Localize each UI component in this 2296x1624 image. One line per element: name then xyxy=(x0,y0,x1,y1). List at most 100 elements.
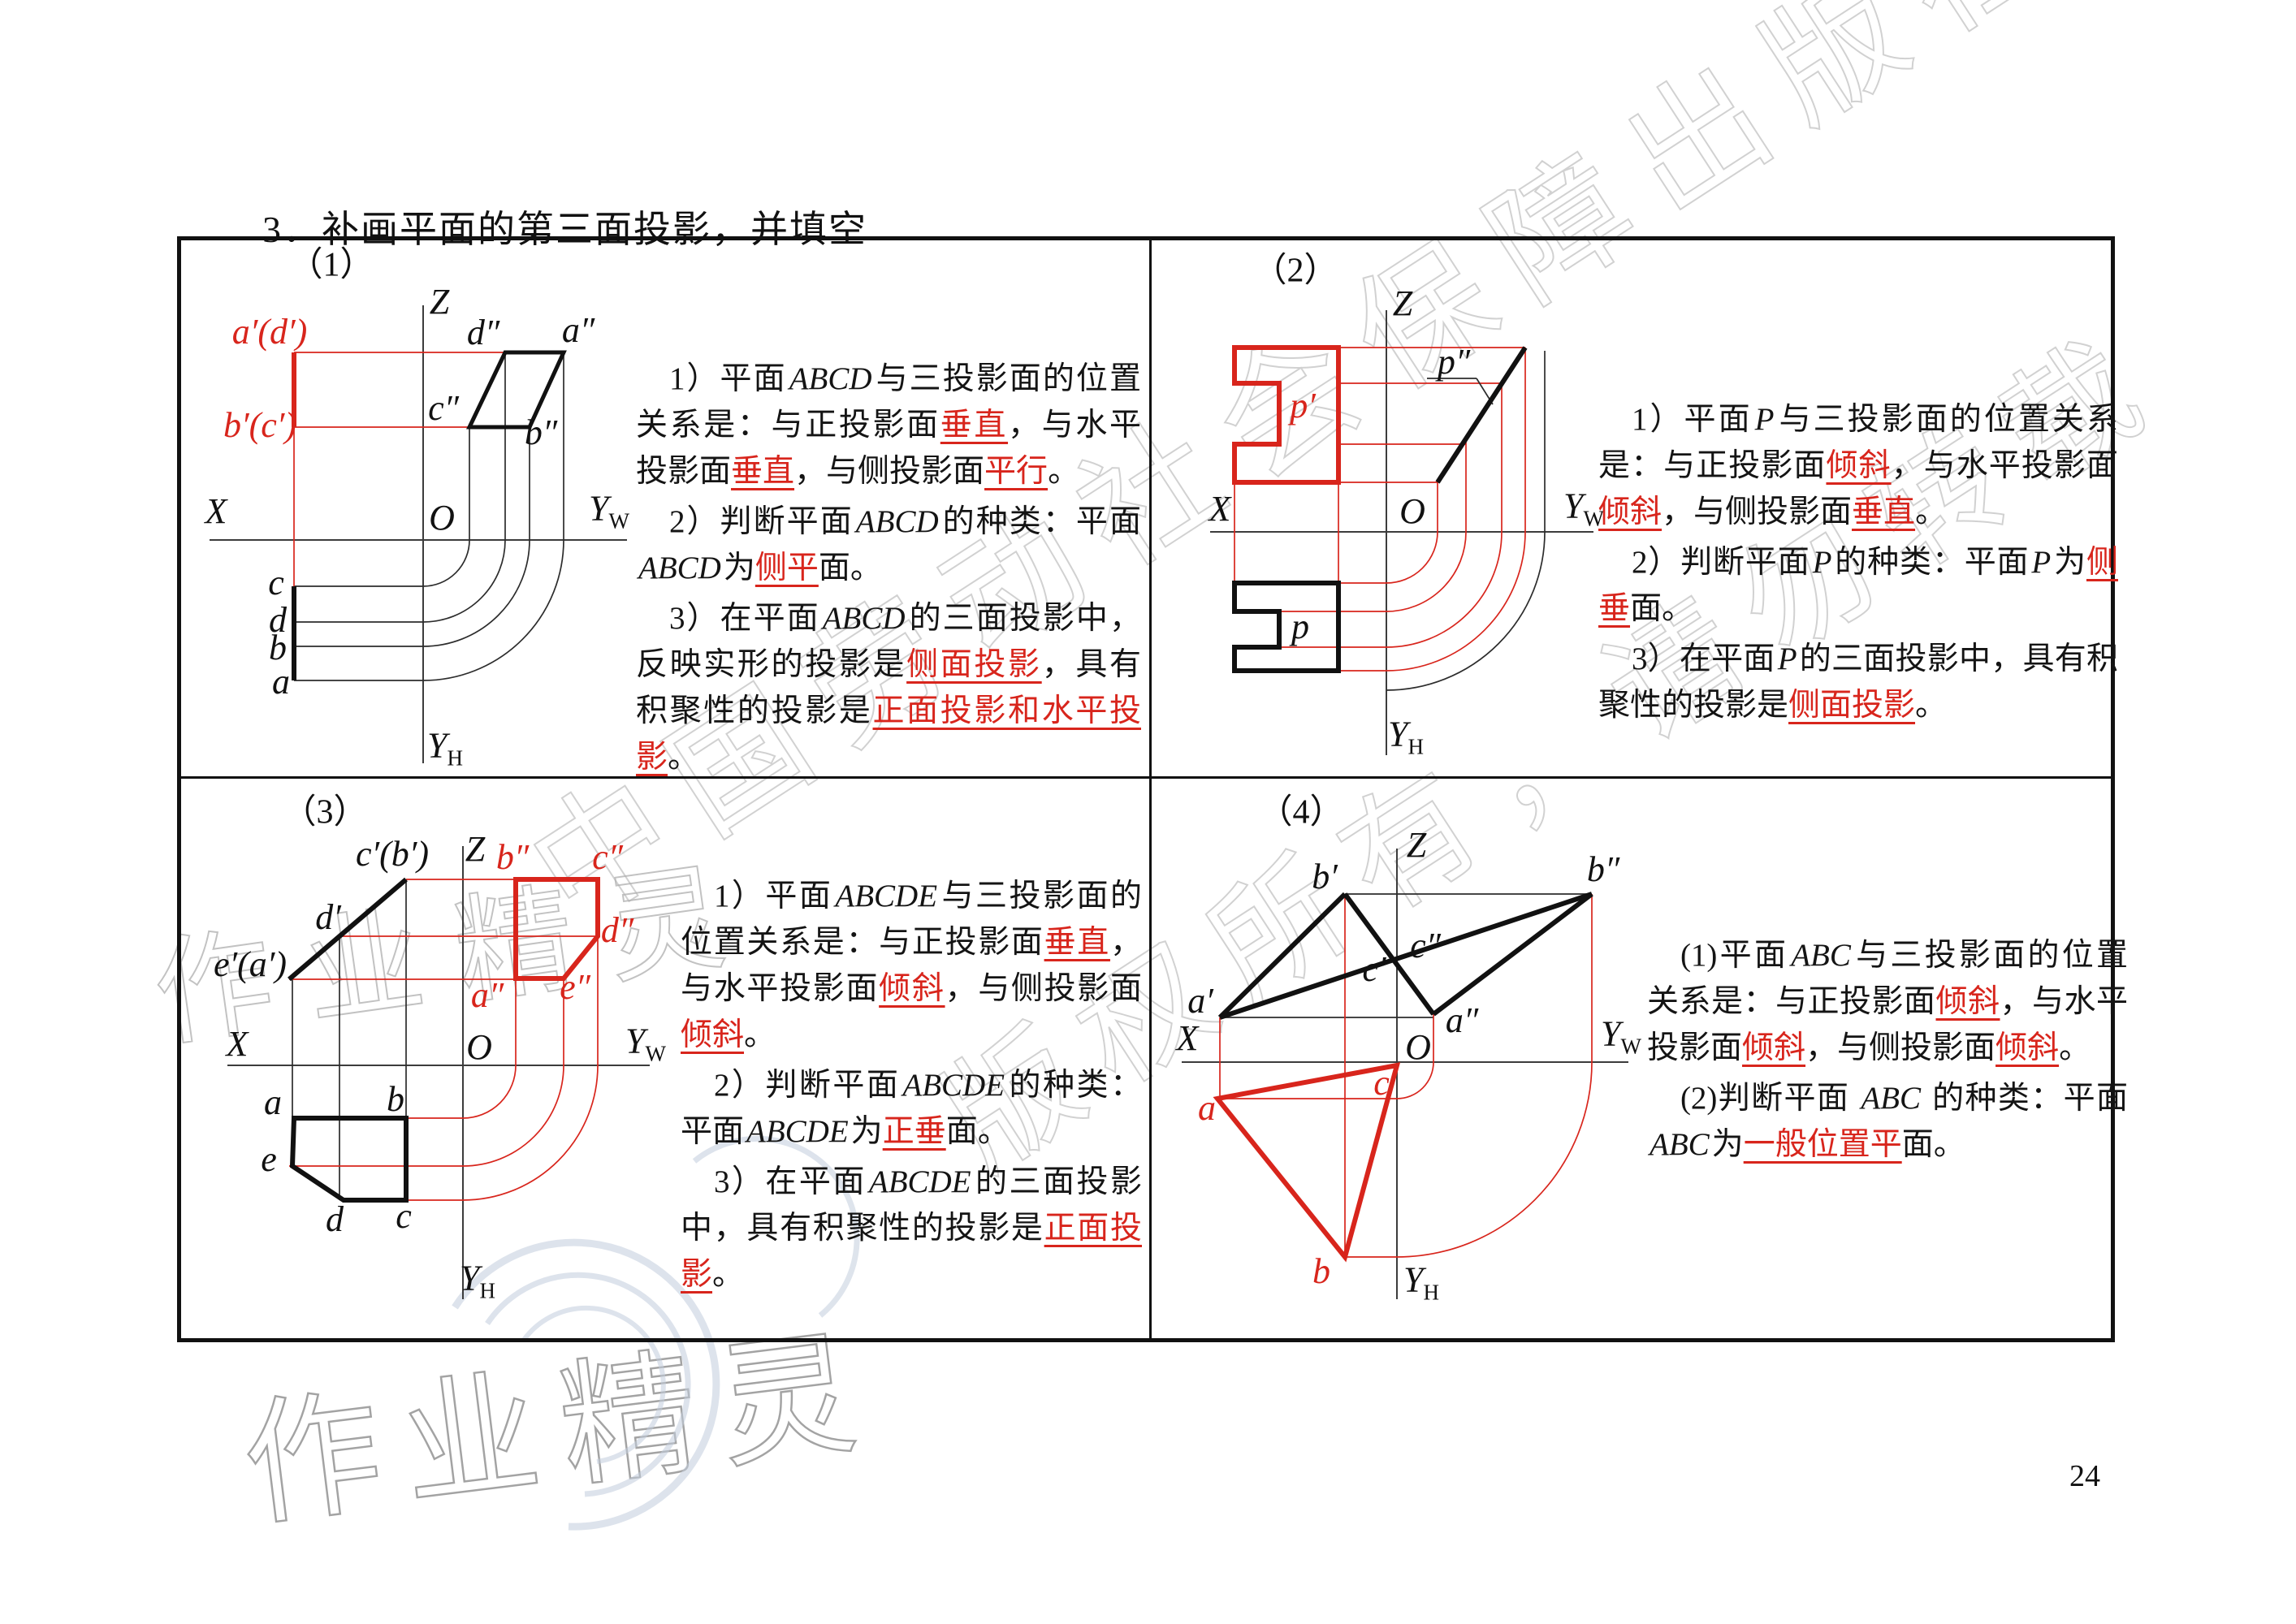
outer-border xyxy=(177,236,2115,1342)
panel4-origin-label: O xyxy=(1405,1027,1431,1067)
panel1-point-b: b xyxy=(269,628,287,667)
panel2-yh-y: Y xyxy=(1388,714,1408,754)
panel4-answer-text: (1)平面ABC与三投影面的位置关系是：与正投影面倾斜，与水平投影面倾斜，与侧投… xyxy=(1647,932,2128,1172)
panel3-paragraph-3: 3）在平面ABCDE的三面投影中，具有积聚性的投影是正面投影。 xyxy=(681,1159,1142,1298)
panel1-construction-black xyxy=(294,352,564,681)
text-segment: 1）平面 xyxy=(668,361,787,396)
text-segment: ，具有积聚性的投影是 xyxy=(636,647,1141,728)
text-segment: 3）在平面 xyxy=(713,1164,867,1199)
text-segment: ABCD xyxy=(855,504,939,539)
panel3-yw-y: Y xyxy=(625,1021,646,1061)
text-segment: 1）平面 xyxy=(1631,402,1753,437)
panel1-point-a-d-prime: a′(d′) xyxy=(231,312,308,352)
panel1-yw-sub: W xyxy=(608,508,629,533)
text-segment: 面。 xyxy=(818,551,882,585)
text-segment: 的种类：平面 xyxy=(1834,545,2030,580)
panel3-yw-axis-label: YW xyxy=(625,1021,666,1066)
panel3-point-e-dblprime: e″ xyxy=(560,967,590,1007)
panel4-x-axis-label: X xyxy=(1176,1018,1199,1058)
panel3-v-projection-edge xyxy=(288,877,408,982)
text-segment: 。 xyxy=(1915,688,1948,723)
text-segment: 1）平面 xyxy=(713,879,833,914)
text-segment: P xyxy=(2031,545,2052,580)
panel1-number: （1） xyxy=(288,246,374,284)
text-segment: ，与侧投影面 xyxy=(794,454,985,489)
text-segment: 正垂 xyxy=(882,1114,946,1149)
panel1-axes xyxy=(210,305,627,763)
panel2-paragraph-1: 1）平面P与三投影面的位置关系是：与正投影面倾斜，与水平投影面倾斜，与侧投影面垂… xyxy=(1598,396,2118,535)
panel1-point-b-dblprime: b″ xyxy=(524,412,558,452)
panel4-z-axis-label: Z xyxy=(1406,825,1427,865)
text-segment: 一般位置平 xyxy=(1743,1127,1902,1162)
text-segment: ，与侧投影面 xyxy=(1805,1030,1996,1065)
panel4-point-a-prime: a′ xyxy=(1187,981,1213,1021)
panel3-point-c-dblprime: c″ xyxy=(592,837,623,877)
panel1-point-d-dblprime: d″ xyxy=(466,313,500,352)
text-segment: 面。 xyxy=(1630,591,1694,626)
panel1-point-b-c-prime: b′(c′) xyxy=(223,405,297,445)
text-segment: 倾斜 xyxy=(879,971,945,1006)
text-segment: 2）判断平面 xyxy=(713,1068,901,1103)
panel3-yw-sub: W xyxy=(645,1041,666,1066)
panel2-w-projection-edge xyxy=(1435,346,1528,484)
panel3-point-d-dblprime: d″ xyxy=(600,910,634,950)
text-segment: 倾斜 xyxy=(1826,448,1892,483)
panel2-origin-label: O xyxy=(1399,491,1425,531)
panel1-point-c-dblprime: c″ xyxy=(428,388,459,428)
panel3-axes xyxy=(227,846,650,1299)
text-segment: 垂直 xyxy=(731,454,795,489)
text-segment: 倾斜 xyxy=(1742,1030,1806,1065)
text-segment: 平行 xyxy=(984,454,1049,489)
panel3-point-b: b xyxy=(387,1079,404,1119)
panel2-yh-sub: H xyxy=(1407,734,1424,759)
text-segment: ABCDE xyxy=(835,879,938,914)
text-segment: 垂直 xyxy=(1044,925,1110,960)
panel3-answer-text: 1）平面ABCDE与三投影面的位置关系是：与正投影面垂直，与水平投影面倾斜，与侧… xyxy=(681,873,1142,1302)
panel4-point-c-prime: c′ xyxy=(1362,949,1386,989)
text-segment: 倾斜 xyxy=(1995,1030,2060,1065)
panel4-yw-axis-label: YW xyxy=(1601,1016,1641,1059)
panel1-point-a: a xyxy=(272,662,290,702)
panel4-paragraph-2: (2)判断平面 ABC 的种类：平面ABC为一般位置平面。 xyxy=(1647,1075,2128,1168)
vertical-divider xyxy=(1149,236,1152,1342)
text-segment: 垂直 xyxy=(1852,495,1916,529)
panel4-yw-sub: W xyxy=(1620,1034,1641,1059)
text-segment: 为 xyxy=(850,1114,883,1149)
text-segment: 的三面投影中，反映实形的投影是 xyxy=(636,601,1141,682)
text-segment: ABCD xyxy=(822,601,906,636)
panel4-point-b-dblprime: b″ xyxy=(1586,849,1620,889)
text-segment: P xyxy=(1812,545,1832,580)
text-segment: 面。 xyxy=(945,1114,1010,1149)
panel3-h-projection-shape xyxy=(289,1116,409,1203)
panel3-point-a: a xyxy=(264,1082,282,1122)
swirl-logo-watermark xyxy=(452,1135,860,1531)
panel1-origin-label: O xyxy=(429,498,455,538)
panel4-yh-sub: H xyxy=(1423,1280,1439,1305)
panel2-yw-sub: W xyxy=(1583,506,1604,531)
text-segment: 面。 xyxy=(1901,1127,1965,1162)
text-segment: 。 xyxy=(1048,454,1080,489)
panel4-point-a: a xyxy=(1198,1088,1216,1128)
text-segment: 正面投影和水平投影 xyxy=(636,693,1141,775)
panel2-axes xyxy=(1210,310,1593,755)
panel3-yh-y: Y xyxy=(460,1258,480,1298)
text-segment: 为 xyxy=(1711,1127,1744,1162)
text-segment: ABC xyxy=(1650,1127,1710,1162)
text-segment: P xyxy=(1777,641,1797,676)
text-segment: 正面投影 xyxy=(681,1211,1142,1292)
text-segment: ABCDE xyxy=(868,1164,971,1199)
panel4-paragraph-1: (1)平面ABC与三投影面的位置关系是：与正投影面倾斜，与水平投影面倾斜，与侧投… xyxy=(1647,932,2128,1071)
text-segment: 侧面投影 xyxy=(906,647,1042,682)
panel2-paragraph-3: 3）在平面P的三面投影中，具有积聚性的投影是侧面投影。 xyxy=(1598,636,2118,728)
text-segment: 侧平 xyxy=(755,551,819,585)
text-segment: 侧面投影 xyxy=(1788,688,1916,723)
panel3-drawing xyxy=(227,846,650,1299)
panel1-paragraph-3: 3）在平面ABCD的三面投影中，反映实形的投影是侧面投影，具有积聚性的投影是正面… xyxy=(636,595,1141,780)
text-segment: ABCDE xyxy=(746,1114,849,1149)
text-segment: 。 xyxy=(744,1017,776,1052)
text-segment: ，与侧投影面 xyxy=(1662,495,1853,529)
panel1-yw-axis-label: YW xyxy=(589,490,629,533)
text-segment: 的三面投影中，具有积聚性的投影是 xyxy=(1598,641,2118,723)
text-segment: ABC xyxy=(1861,1081,1922,1116)
